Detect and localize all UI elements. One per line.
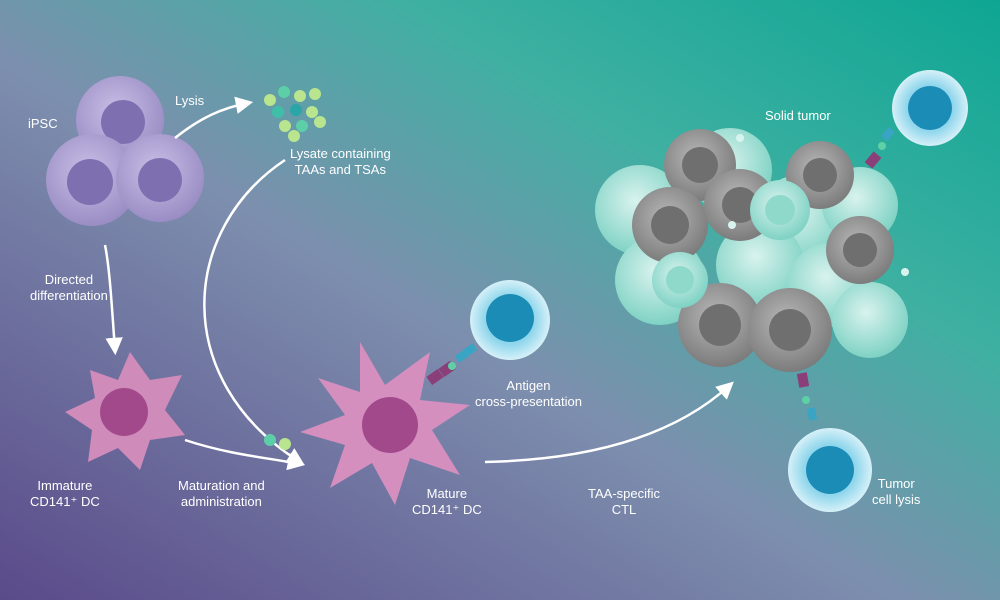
label-ipsc: iPSC (28, 116, 58, 131)
t-cell-antigen (470, 280, 550, 360)
label-antigen-cross-presentation: Antigen cross-presentation (475, 378, 582, 409)
antigen-dot (901, 268, 909, 276)
label-solid-tumor: Solid tumor (765, 108, 831, 123)
label-maturation-administration: Maturation and administration (178, 478, 265, 509)
antigen-dot (728, 221, 736, 229)
label-lysate: Lysate containing TAAs and TSAs (290, 146, 391, 177)
lysate-particles (264, 86, 326, 142)
tumor-mass (595, 128, 908, 372)
label-immature-dc: Immature CD141⁺ DC (30, 478, 100, 509)
label-directed-differentiation: Directed differentiation (30, 272, 108, 303)
label-tumor-cell-lysis: Tumor cell lysis (872, 476, 921, 507)
immature-dc (65, 352, 185, 470)
process-arrows (103, 96, 734, 471)
label-taa-specific-ctl: TAA-specific CTL (588, 486, 660, 517)
antigen-particle (264, 434, 276, 446)
label-mature-dc: Mature CD141⁺ DC (412, 486, 482, 517)
ipsc-cluster (46, 76, 204, 226)
t-cell-top (864, 70, 968, 169)
t-cell-bottom (788, 372, 872, 512)
antigen-particle (279, 438, 291, 450)
mature-dc (300, 342, 470, 505)
antigen-dot (736, 134, 744, 142)
receptor-complex (426, 343, 478, 386)
label-lysis: Lysis (175, 93, 205, 108)
